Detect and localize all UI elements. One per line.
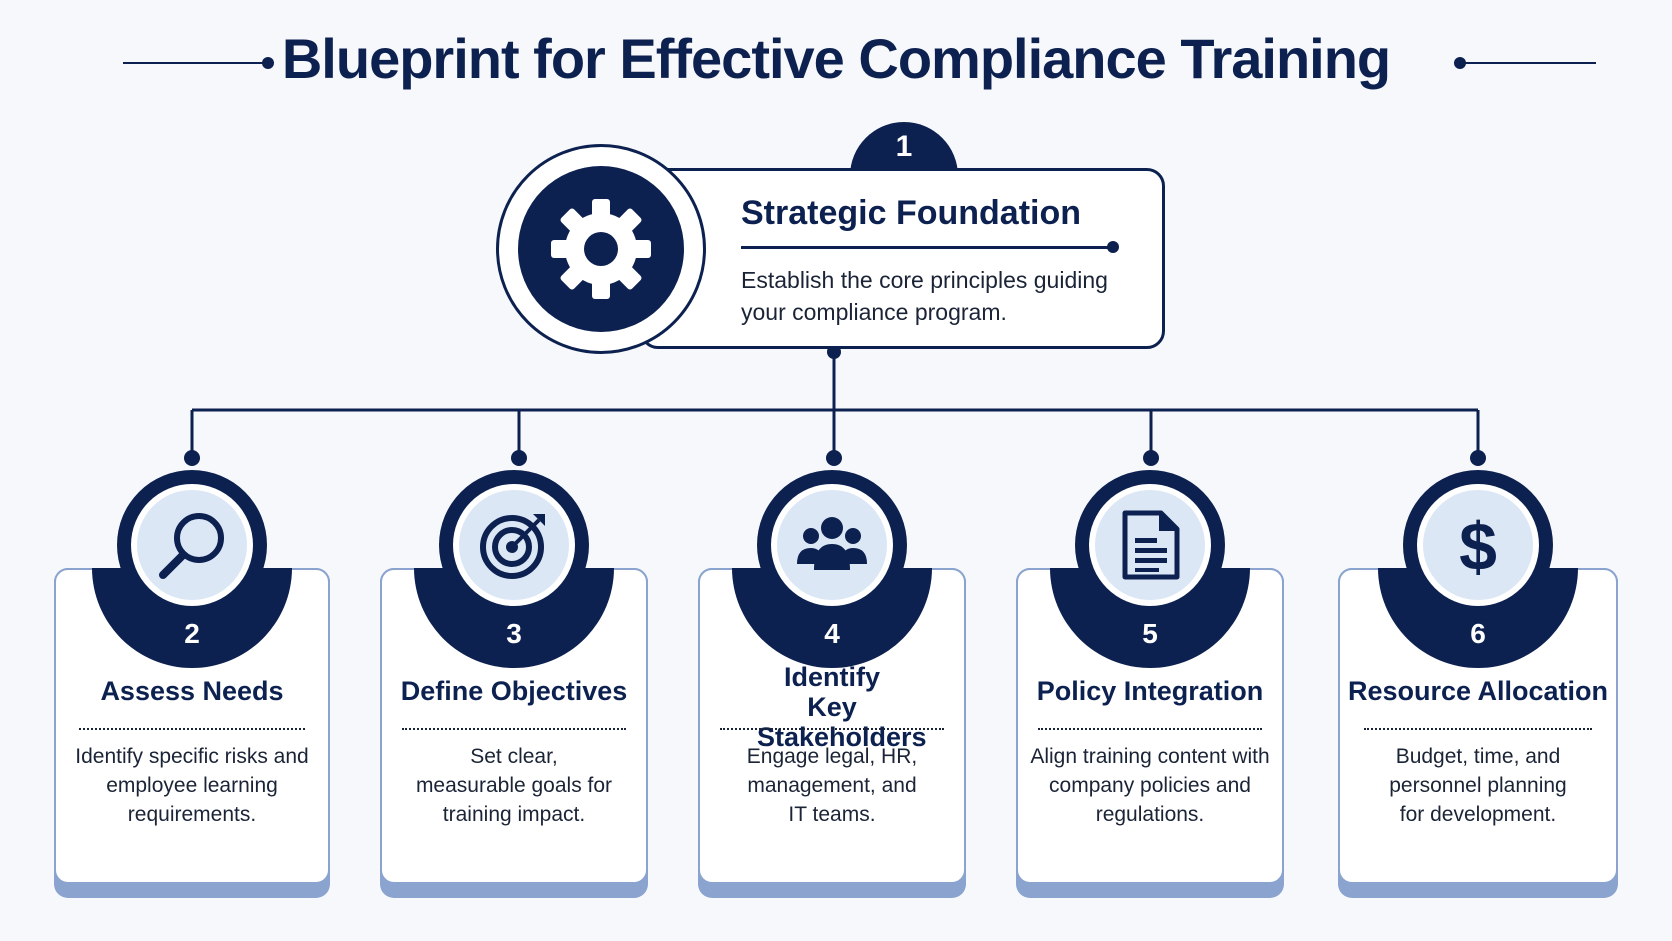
- title-dot-right: [1454, 57, 1466, 69]
- gear-icon: [551, 199, 651, 299]
- icon-ring: [1075, 470, 1225, 620]
- dotted-divider: [402, 728, 626, 730]
- step-number: 4: [824, 618, 840, 649]
- main-icon-disc: [518, 166, 684, 332]
- step-description: Budget, time, and personnel planning for…: [1389, 745, 1567, 826]
- step-number: 6: [1470, 618, 1486, 649]
- dotted-divider: [1364, 728, 1592, 730]
- dotted-divider: [1038, 728, 1262, 730]
- step-description: Align training content with company poli…: [1030, 745, 1270, 826]
- main-step-card: [640, 168, 1165, 349]
- step-heading: Define Objectives: [400, 676, 628, 706]
- main-step-heading: Strategic Foundation: [741, 194, 1081, 232]
- magnifier-icon: [159, 513, 224, 579]
- step-description: Set clear, measurable goals for training…: [415, 745, 613, 826]
- main-step-description: Establish the core principles guiding yo…: [741, 267, 1108, 325]
- step-number: 5: [1142, 618, 1158, 649]
- icon-ring: $: [1403, 470, 1553, 620]
- title-dot-left: [262, 57, 274, 69]
- step-heading: Resource Allocation: [1347, 676, 1609, 706]
- dollar-icon: $: [1459, 510, 1497, 580]
- title-rule-left: [123, 62, 268, 64]
- step-heading: Policy Integration: [1036, 676, 1264, 706]
- step-description: Identify specific risks and employee lea…: [75, 745, 309, 826]
- icon-ring: [757, 470, 907, 620]
- main-heading-rule-dot: [1107, 241, 1119, 253]
- icon-ring: [439, 470, 589, 620]
- page-title: Blueprint for Effective Compliance Train…: [281, 27, 1391, 90]
- dotted-divider: [79, 728, 305, 730]
- document-icon: [1122, 510, 1180, 580]
- svg-text:$: $: [1459, 510, 1497, 580]
- step-heading: Assess Needs: [100, 676, 284, 706]
- step-number: 2: [184, 618, 200, 649]
- step-number: 3: [506, 618, 522, 649]
- step-description: Engage legal, HR, management, and IT tea…: [746, 745, 918, 826]
- icon-ring: [117, 470, 267, 620]
- step-heading: Identify Key Stakeholders: [757, 662, 927, 752]
- title-rule-right: [1464, 62, 1596, 64]
- main-heading-rule: [741, 246, 1111, 249]
- dotted-divider: [720, 728, 944, 730]
- people-icon: [797, 517, 867, 570]
- target-icon: [480, 514, 545, 579]
